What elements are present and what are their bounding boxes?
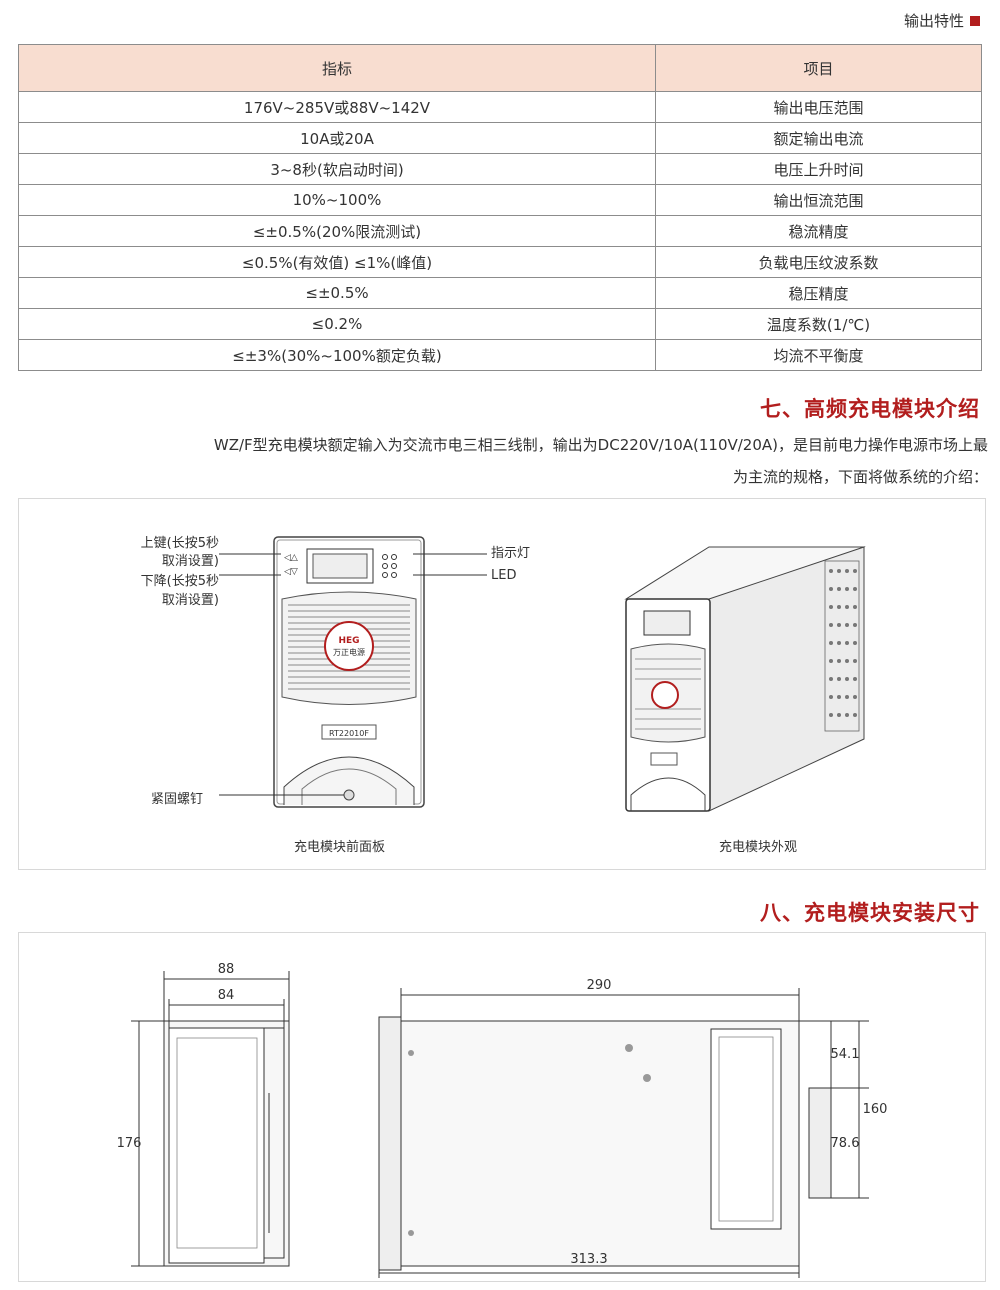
table-row: 10%~100%输出恒流范围: [18, 184, 982, 216]
dimension-drawing: 88 84 176 290 313.3 54.1 78.6 160: [117, 962, 888, 1278]
module-figure-box: ◁△ ◁▽ HEG 万正电源 RT22010F: [18, 498, 986, 870]
front-panel-drawing: ◁△ ◁▽ HEG 万正电源 RT22010F: [273, 536, 425, 808]
section7-paragraph-line2: 为主流的规格，下面将做系统的介绍：: [732, 468, 988, 486]
table-cell: 3~8秒(软启动时间): [18, 153, 656, 185]
table-cell: 输出电压范围: [655, 91, 982, 123]
table-row: ≤±0.5%(20%限流测试)稳流精度: [18, 215, 982, 247]
table-row: ≤±0.5%稳压精度: [18, 277, 982, 309]
front-leaders: [219, 553, 487, 796]
table-cell: 稳流精度: [655, 215, 982, 247]
dim-width-outer: 88: [218, 962, 235, 977]
table-cell: ≤±3%(30%~100%额定负载): [18, 339, 656, 371]
outer-view-caption: 充电模块外观: [719, 840, 798, 855]
logo-subtitle: 万正电源: [333, 647, 365, 657]
table-cell: 均流不平衡度: [655, 339, 982, 371]
table-header-row: 指标 项目: [18, 44, 982, 92]
table-cell: 温度系数(1/℃): [655, 308, 982, 340]
svg-text:◁△: ◁△: [284, 553, 298, 563]
output-section-tag: 输出特性: [904, 10, 980, 31]
logo-brand: HEG: [338, 636, 359, 646]
dim-length-bottom: 313.3: [570, 1252, 607, 1267]
table-row: ≤0.5%(有效值) ≤1%(峰值)负载电压纹波系数: [18, 246, 982, 278]
label-up-key-note: 取消设置): [161, 554, 219, 569]
table-row: 3~8秒(软启动时间)电压上升时间: [18, 153, 982, 185]
section7-paragraph-line1: WZ/F型充电模块额定输入为交流市电三相三线制，输出为DC220V/10A(11…: [213, 436, 988, 454]
table-cell: ≤0.5%(有效值) ≤1%(峰值): [18, 246, 656, 278]
table-row: ≤0.2%温度系数(1/℃): [18, 308, 982, 340]
dim-length-top: 290: [587, 978, 612, 993]
table-cell: ≤±0.5%(20%限流测试): [18, 215, 656, 247]
dim-width-inner: 84: [218, 988, 235, 1003]
section7-heading: 七、高频充电模块介绍: [760, 397, 980, 421]
dim-right-b: 78.6: [831, 1136, 860, 1151]
table-cell: 负载电压纹波系数: [655, 246, 982, 278]
table-cell: 电压上升时间: [655, 153, 982, 185]
table-cell: 稳压精度: [655, 277, 982, 309]
table-cell: 176V~285V或88V~142V: [18, 91, 656, 123]
section8-heading: 八、充电模块安装尺寸: [760, 901, 980, 925]
table-cell: 10%~100%: [18, 184, 656, 216]
front-panel-caption: 充电模块前面板: [294, 840, 386, 855]
dim-height-front: 176: [117, 1136, 142, 1151]
column-header: 指标: [18, 44, 656, 92]
outer-view-drawing: [624, 546, 866, 812]
table-cell: ≤±0.5%: [18, 277, 656, 309]
section-title: 输出特性: [903, 12, 964, 30]
dim-right-a: 54.1: [831, 1047, 860, 1062]
label-down-key: 下降(长按5秒: [140, 574, 219, 589]
table-row: ≤±3%(30%~100%额定负载)均流不平衡度: [18, 339, 982, 371]
red-square-icon: [970, 15, 980, 26]
table-cell: 输出恒流范围: [655, 184, 982, 216]
table-cell: ≤0.2%: [18, 308, 656, 340]
label-screw: 紧固螺钉: [151, 792, 204, 807]
label-down-key-note: 取消设置): [161, 593, 219, 608]
label-up-key: 上键(长按5秒: [140, 536, 219, 551]
model-plate: RT22010F: [329, 729, 369, 738]
svg-text:◁▽: ◁▽: [284, 567, 298, 577]
label-indicator: 指示灯: [491, 546, 531, 561]
dimension-figure-box: 88 84 176 290 313.3 54.1 78.6 160: [18, 932, 986, 1282]
table-cell: 额定输出电流: [655, 122, 982, 154]
module-figure: ◁△ ◁▽ HEG 万正电源 RT22010F: [219, 536, 866, 812]
dim-right-total: 160: [863, 1102, 888, 1117]
column-header: 项目: [655, 44, 982, 92]
label-led: LED: [491, 568, 517, 583]
table-cell: 10A或20A: [18, 122, 656, 154]
